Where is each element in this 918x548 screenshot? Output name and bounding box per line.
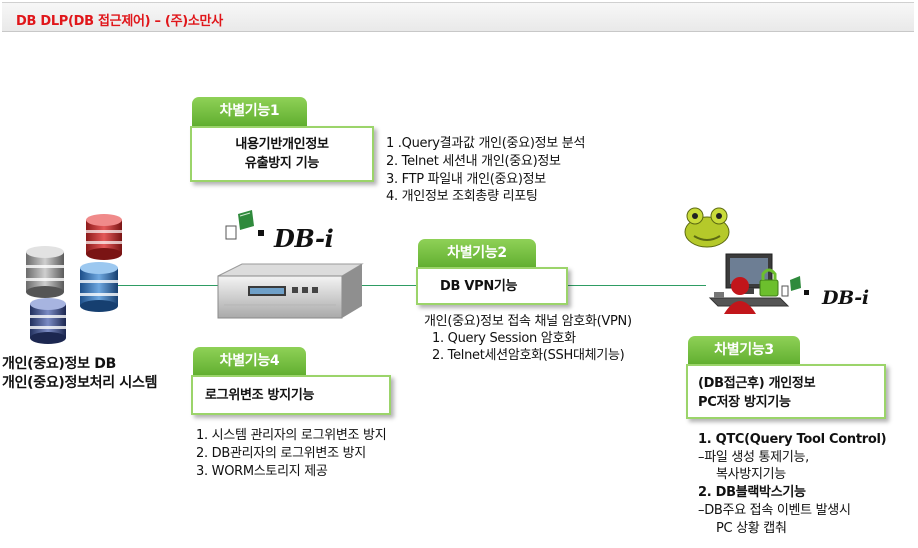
feature1-box-line2: 유출방지 기능 — [244, 156, 320, 171]
red-database-icon — [86, 214, 122, 260]
feature3-item-5: –DB주요 접속 이벤트 발생시 — [698, 503, 851, 518]
feature3-item-1: 1. QTC(Query Tool Control) — [698, 432, 887, 447]
feature1-item-3: 3. FTP 파일내 개인(중요)정보 — [386, 172, 546, 187]
feature4-box-line1: 로그위변조 방지기능 — [205, 388, 315, 403]
db-i-logo-right: DB-i — [822, 287, 869, 309]
page-title: DB DLP(DB 접근제어) – (주)소만사 — [16, 14, 223, 29]
blue-database-icon — [80, 262, 118, 312]
feature4-tab: 차별기능4 — [193, 347, 306, 377]
connection-line-middle — [362, 285, 418, 286]
document-transfer-icon — [225, 210, 264, 240]
feature1-item-4: 4. 개인정보 조회총량 리포팅 — [386, 189, 538, 204]
db-i-logo-center: DB-i — [274, 224, 334, 253]
navy-database-icon — [30, 298, 66, 344]
feature1-item-1: 1 .Query결과값 개인(중요)정보 분석 — [386, 136, 586, 151]
connection-line-right — [568, 285, 706, 286]
feature2-item-1: 개인(중요)정보 접속 채널 암호화(VPN) — [424, 314, 632, 329]
feature1-item-2: 2. Telnet 세션내 개인(중요)정보 — [386, 154, 561, 169]
feature2-item-2: 1. Query Session 암호화 — [432, 331, 576, 346]
feature4-item-2: 2. DB관리자의 로그위변조 방지 — [196, 446, 366, 461]
feature2-box: DB VPN기능 — [416, 267, 568, 305]
feature3-item-3: 복사방지기능 — [716, 467, 786, 482]
feature1-tab: 차별기능1 — [192, 97, 307, 127]
feature3-item-6: PC 상황 캡춰 — [716, 521, 787, 536]
feature4-box: 로그위변조 방지기능 — [191, 375, 391, 415]
feature2-item-3: 2. Telnet세션암호화(SSH대체기능) — [432, 348, 625, 363]
appliance-server-icon — [217, 263, 364, 319]
feature3-box-line2: PC저장 방지기능 — [698, 395, 791, 410]
feature3-item-2: –파일 생성 통제기능, — [698, 450, 809, 465]
frog-mascot-icon — [684, 207, 730, 248]
user-pc-icon — [708, 253, 809, 314]
feature1-box: 내용기반개인정보 유출방지 기능 — [190, 126, 374, 182]
feature3-box: (DB접근후) 개인정보 PC저장 방지기능 — [686, 364, 886, 419]
feature3-tab: 차별기능3 — [688, 336, 800, 366]
db-source-label-2: 개인(중요)정보처리 시스템 — [2, 375, 158, 391]
feature3-box-line1: (DB접근후) 개인정보 — [698, 376, 816, 391]
feature1-box-line1: 내용기반개인정보 — [235, 137, 329, 152]
db-source-label-1: 개인(중요)정보 DB — [2, 356, 116, 372]
connection-line-left — [110, 285, 220, 286]
title-bar: DB DLP(DB 접근제어) – (주)소만사 — [2, 2, 914, 32]
database-cylinders-icon — [26, 214, 122, 344]
gray-database-icon — [26, 246, 64, 298]
feature2-tab: 차별기능2 — [418, 239, 536, 269]
feature3-item-4: 2. DB블랙박스기능 — [698, 485, 806, 500]
feature4-item-1: 1. 시스템 관리자의 로그위변조 방지 — [196, 428, 387, 443]
feature4-item-3: 3. WORM스토리지 제공 — [196, 464, 328, 479]
feature2-box-line1: DB VPN기능 — [440, 279, 518, 294]
